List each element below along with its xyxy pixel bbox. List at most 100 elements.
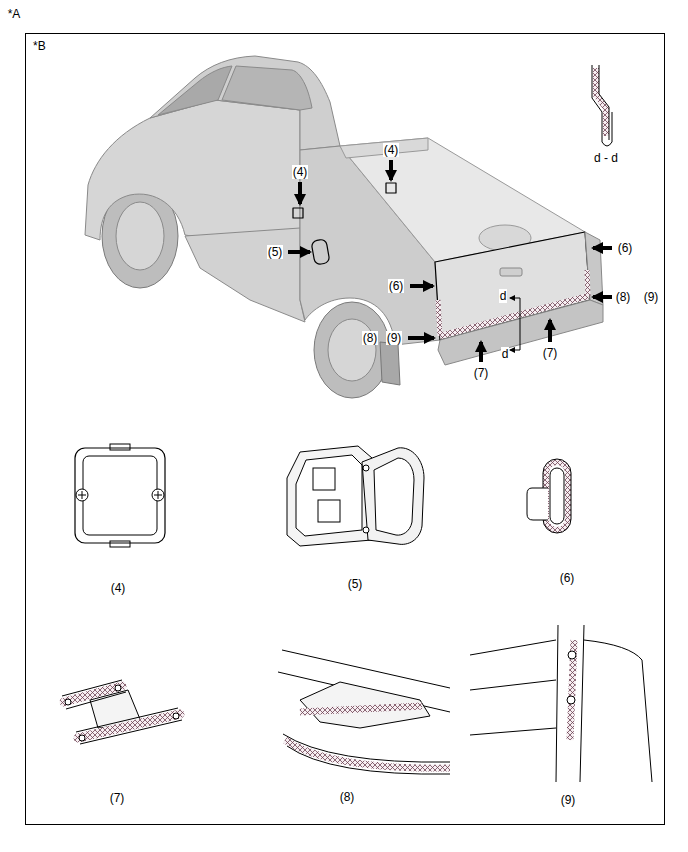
part-corner-part bbox=[283, 734, 450, 774]
truck-body-part bbox=[150, 56, 340, 150]
part-fuel-door-part bbox=[363, 465, 369, 471]
figure-tag: *B bbox=[33, 39, 46, 53]
callout-number: (5) bbox=[267, 245, 284, 259]
part-fuel-door-part bbox=[363, 527, 369, 533]
truck-body-part bbox=[386, 183, 396, 193]
part-pillar bbox=[470, 625, 652, 782]
callout-arrows-part bbox=[479, 342, 483, 362]
callout-arrows-part bbox=[298, 182, 302, 204]
callout-number: (7) bbox=[109, 791, 126, 805]
part-pillar-part bbox=[556, 625, 584, 782]
part-pillar-part bbox=[567, 696, 575, 704]
part-corner-part bbox=[300, 682, 430, 728]
callout-number: (6) bbox=[617, 241, 634, 255]
section-mark: d bbox=[501, 347, 510, 361]
part-corner-part bbox=[285, 740, 450, 768]
part-fuel-door bbox=[287, 446, 424, 546]
callout-arrows-part bbox=[410, 284, 433, 288]
truck-body-part bbox=[222, 66, 312, 110]
part-fuel-door-part bbox=[374, 458, 414, 535]
section-line-part bbox=[520, 298, 521, 350]
truck-body-part bbox=[585, 232, 603, 305]
section-mark: d bbox=[499, 289, 508, 303]
section-detail bbox=[592, 65, 612, 146]
part-hinge-part bbox=[62, 680, 126, 709]
part-bracket-part bbox=[550, 468, 564, 524]
part-pillar-part bbox=[470, 640, 556, 735]
truck-body-part bbox=[440, 296, 588, 336]
truck-body-part bbox=[340, 138, 428, 158]
callout-number: (4) bbox=[110, 581, 127, 595]
truck-body-part bbox=[311, 239, 330, 265]
part-gasket-part bbox=[154, 491, 162, 499]
callout-number: (6) bbox=[559, 571, 576, 585]
callout-arrows-part bbox=[593, 246, 612, 250]
truck-body-part bbox=[438, 300, 440, 336]
part-gasket-part bbox=[110, 444, 130, 450]
part-gasket-part bbox=[110, 541, 130, 547]
truck-body-part bbox=[185, 228, 305, 322]
part-hinge-part bbox=[79, 735, 85, 741]
callout-arrows-part bbox=[288, 250, 310, 254]
part-fuel-door-part bbox=[362, 448, 424, 545]
section-line bbox=[510, 298, 520, 350]
truck-body-part bbox=[500, 268, 522, 276]
part-hinge-part bbox=[65, 699, 71, 705]
part-fuel-door-part bbox=[287, 446, 372, 546]
callout-number: (4) bbox=[383, 143, 400, 157]
callout-number: (8) bbox=[615, 290, 632, 304]
callout-arrows-part bbox=[389, 160, 393, 180]
callout-number: (7) bbox=[542, 346, 559, 360]
callout-number: (4) bbox=[292, 165, 309, 179]
section-detail-part bbox=[599, 65, 609, 140]
part-pillar-part bbox=[584, 640, 652, 782]
part-fuel-door-part bbox=[313, 468, 335, 490]
truck-body bbox=[85, 56, 603, 398]
figure-tag: *A bbox=[7, 7, 22, 21]
part-corner-part bbox=[300, 706, 422, 712]
callout-number: (7) bbox=[473, 366, 490, 380]
callout-number: (9) bbox=[643, 290, 660, 304]
truck-body-part bbox=[85, 100, 300, 245]
callout-number: (5) bbox=[347, 577, 364, 591]
figure-frame: *B bbox=[25, 33, 665, 825]
part-hinge-part bbox=[64, 686, 122, 702]
part-bracket-part bbox=[546, 462, 568, 530]
truck-body-part bbox=[314, 302, 390, 398]
truck-body-part bbox=[328, 319, 376, 381]
part-hinge bbox=[62, 680, 182, 744]
part-gasket-part bbox=[75, 448, 165, 543]
callout-arrows-part bbox=[593, 295, 612, 299]
part-hinge-part bbox=[115, 685, 121, 691]
part-fuel-door-part bbox=[296, 455, 362, 536]
part-fuel-door-part bbox=[318, 500, 340, 522]
part-gasket-part bbox=[76, 489, 88, 501]
part-bracket bbox=[527, 459, 571, 533]
callout-number: (9) bbox=[386, 331, 403, 345]
callout-number: (9) bbox=[560, 793, 577, 807]
section-line-part bbox=[510, 298, 520, 299]
callout-arrows-part bbox=[548, 320, 552, 342]
part-bracket-part bbox=[527, 488, 548, 520]
callout-number: (8) bbox=[362, 331, 379, 345]
truck-body-part bbox=[587, 270, 588, 296]
part-hinge-part bbox=[78, 714, 180, 738]
section-mark: d - d bbox=[593, 151, 619, 165]
truck-body-part bbox=[293, 208, 303, 218]
part-gasket bbox=[75, 444, 165, 547]
callout-arrows-part bbox=[408, 336, 434, 340]
section-detail-part bbox=[592, 65, 612, 146]
callout-number: (8) bbox=[339, 790, 356, 804]
truck-body-part bbox=[380, 342, 400, 385]
callout-number: (6) bbox=[388, 279, 405, 293]
part-gasket-part bbox=[152, 489, 164, 501]
part-hinge-part bbox=[76, 708, 182, 744]
part-gasket-part bbox=[78, 491, 86, 499]
part-gasket-part bbox=[83, 456, 157, 535]
section-detail-part bbox=[596, 68, 606, 136]
section-line-part bbox=[510, 350, 520, 351]
part-corner bbox=[278, 650, 450, 774]
truck-body-part bbox=[116, 202, 164, 270]
